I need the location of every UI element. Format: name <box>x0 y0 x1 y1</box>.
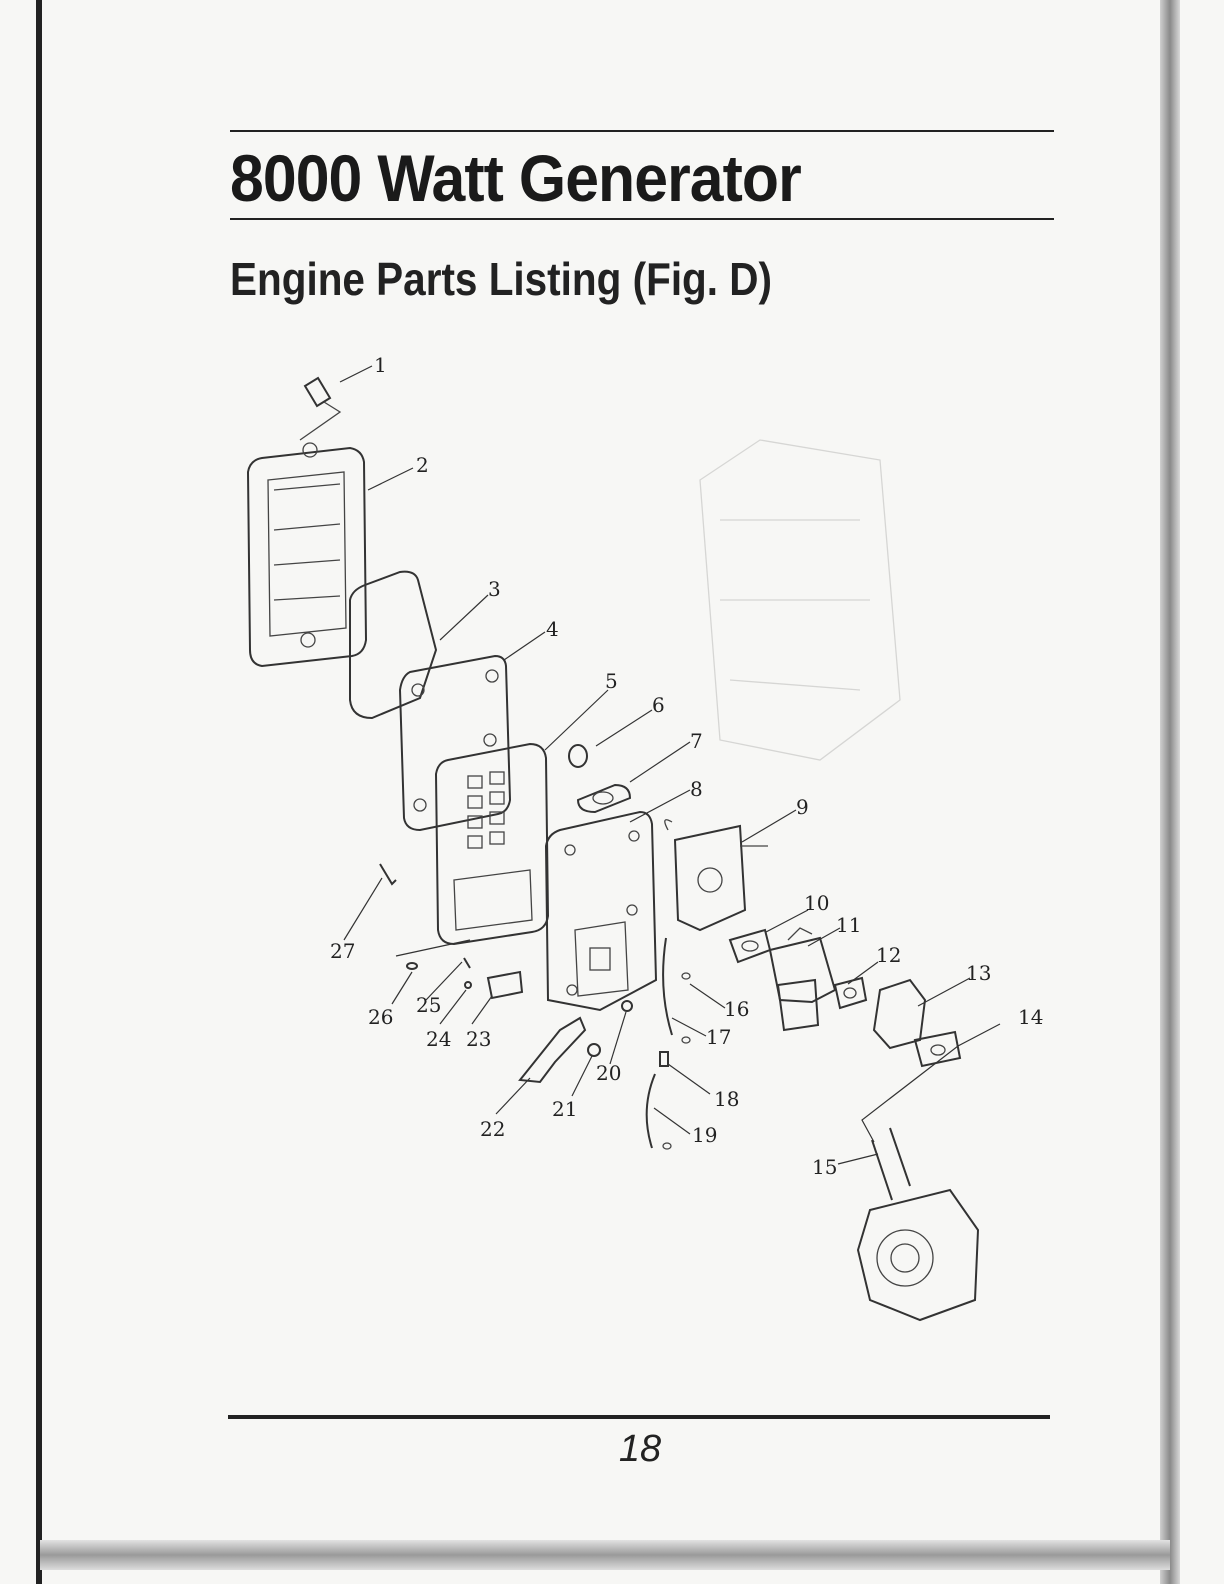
callout-26: 26 <box>368 1005 393 1029</box>
part-5-air-cleaner-base <box>436 744 548 944</box>
part-22-bracket <box>520 1018 585 1082</box>
part-15-studs <box>872 1128 910 1200</box>
part-17-fuel-hose <box>663 938 690 1043</box>
callout-6: 6 <box>652 693 665 717</box>
part-26-pin <box>407 963 417 969</box>
part-1-bolt <box>300 378 340 440</box>
part-20-nut <box>622 1001 632 1011</box>
part-7-gasket <box>578 785 630 812</box>
callout-27: 27 <box>330 939 355 963</box>
callout-19: 19 <box>692 1123 717 1147</box>
callout-20: 20 <box>596 1061 621 1085</box>
callout-10: 10 <box>804 891 829 915</box>
callout-24: 24 <box>426 1027 451 1051</box>
callout-15: 15 <box>812 1155 837 1179</box>
part-2-air-cleaner-cover <box>248 443 366 666</box>
part-3-filter-element <box>350 572 436 718</box>
footer-rule <box>228 1415 1050 1419</box>
page-number: 18 <box>600 1428 680 1471</box>
callout-13: 13 <box>966 961 991 985</box>
part-11-carburetor <box>770 928 835 1030</box>
callout-2: 2 <box>416 453 429 477</box>
part-27-bolt <box>380 864 396 884</box>
callout-11: 11 <box>836 913 861 937</box>
callout-1: 1 <box>374 353 387 377</box>
callout-21: 21 <box>552 1097 577 1121</box>
part-21-washer <box>588 1044 600 1056</box>
callout-9: 9 <box>796 795 809 819</box>
part-6-grommet <box>569 745 587 767</box>
part-18-fitting <box>660 1052 668 1066</box>
part-23-plate <box>488 972 522 998</box>
callout-25: 25 <box>416 993 441 1017</box>
callout-16: 16 <box>724 997 749 1021</box>
part-16-clamp <box>682 973 690 979</box>
part-10-gasket <box>730 930 770 962</box>
part-13-insulator <box>874 980 925 1048</box>
callout-17: 17 <box>706 1025 731 1049</box>
callout-18: 18 <box>714 1087 739 1111</box>
callout-3: 3 <box>488 577 501 601</box>
part-8-bracket-plate <box>546 812 656 1010</box>
callout-8: 8 <box>690 777 703 801</box>
faded-engine-sketch <box>700 440 900 760</box>
callout-5: 5 <box>605 669 618 693</box>
callout-22: 22 <box>480 1117 505 1141</box>
callout-23: 23 <box>466 1027 491 1051</box>
part-24-screw <box>465 982 471 988</box>
callout-14: 14 <box>1018 1005 1043 1029</box>
callout-7: 7 <box>690 729 703 753</box>
part-25-screw <box>464 958 470 968</box>
cylinder-head <box>858 1190 978 1320</box>
callout-4: 4 <box>546 617 559 641</box>
callout-12: 12 <box>876 943 901 967</box>
